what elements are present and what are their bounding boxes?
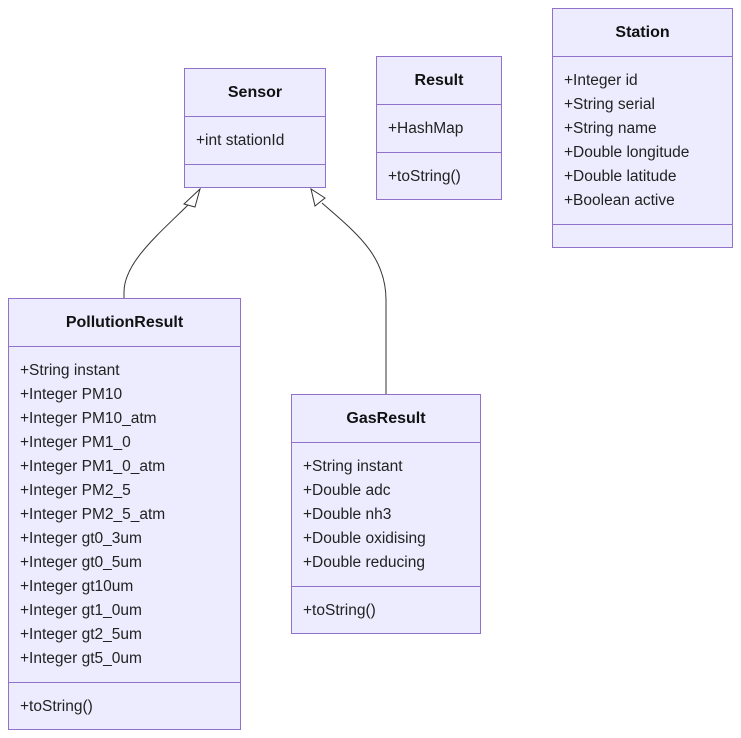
attribute: +Integer gt10um — [20, 578, 134, 595]
class-pollutionresult[interactable]: PollutionResult +String instant +Integer… — [8, 298, 241, 730]
attribute: +Integer PM2_5_atm — [20, 506, 166, 523]
class-station-title: Station — [553, 9, 732, 57]
attribute: +String instant — [20, 362, 120, 379]
class-gasresult-methods: +toString() — [292, 587, 480, 633]
inheritance-arrowhead-right — [310, 187, 326, 207]
class-station[interactable]: Station +Integer id +String serial +Stri… — [552, 8, 733, 248]
attribute: +Double latitude — [564, 168, 677, 185]
method: +toString() — [20, 698, 93, 715]
attribute: +HashMap — [388, 120, 464, 137]
attribute: +Double oxidising — [303, 530, 426, 547]
class-result[interactable]: Result +HashMap +toString() — [376, 56, 502, 200]
inheritance-arrowhead-left — [183, 187, 201, 208]
class-pollutionresult-attributes: +String instant +Integer PM10 +Integer P… — [9, 347, 240, 683]
class-sensor-attributes: +int stationId — [185, 117, 325, 165]
edge-gasresult-to-sensor — [321, 202, 387, 394]
class-result-title: Result — [377, 57, 501, 105]
class-sensor-methods — [185, 165, 325, 189]
attribute: +Double nh3 — [303, 506, 392, 523]
attribute: +Double longitude — [564, 144, 690, 161]
edge-pollutionresult-to-sensor — [123, 202, 191, 298]
class-result-methods: +toString() — [377, 153, 501, 199]
attribute: +Integer PM10_atm — [20, 410, 157, 427]
attribute: +String instant — [303, 458, 403, 475]
method: +toString() — [303, 602, 376, 619]
attribute: +Integer PM1_0 — [20, 434, 131, 451]
attribute: +Integer gt0_5um — [20, 554, 142, 571]
attribute: +Integer gt2_5um — [20, 626, 142, 643]
class-gasresult-attributes: +String instant +Double adc +Double nh3 … — [292, 443, 480, 587]
attribute: +Integer gt1_0um — [20, 602, 142, 619]
attribute: +Double adc — [303, 482, 391, 499]
class-station-methods — [553, 225, 732, 247]
attribute: +Double reducing — [303, 554, 425, 571]
attribute: +Integer gt0_3um — [20, 530, 142, 547]
attribute: +Integer PM10 — [20, 386, 123, 403]
class-gasresult-title: GasResult — [292, 395, 480, 443]
attribute: +Boolean active — [564, 192, 675, 209]
attribute: +Integer gt5_0um — [20, 650, 142, 667]
class-pollutionresult-methods: +toString() — [9, 683, 240, 729]
class-station-attributes: +Integer id +String serial +String name … — [553, 57, 732, 225]
attribute: +Integer id — [564, 72, 638, 89]
method: +toString() — [388, 168, 461, 185]
attribute: +int stationId — [196, 132, 285, 149]
class-gasresult[interactable]: GasResult +String instant +Double adc +D… — [291, 394, 481, 634]
attribute: +Integer PM2_5 — [20, 482, 131, 499]
class-result-attributes: +HashMap — [377, 105, 501, 153]
class-sensor[interactable]: Sensor +int stationId — [184, 68, 326, 188]
class-sensor-title: Sensor — [185, 69, 325, 117]
attribute: +String name — [564, 120, 657, 137]
attribute: +String serial — [564, 96, 655, 113]
class-pollutionresult-title: PollutionResult — [9, 299, 240, 347]
attribute: +Integer PM1_0_atm — [20, 458, 166, 475]
